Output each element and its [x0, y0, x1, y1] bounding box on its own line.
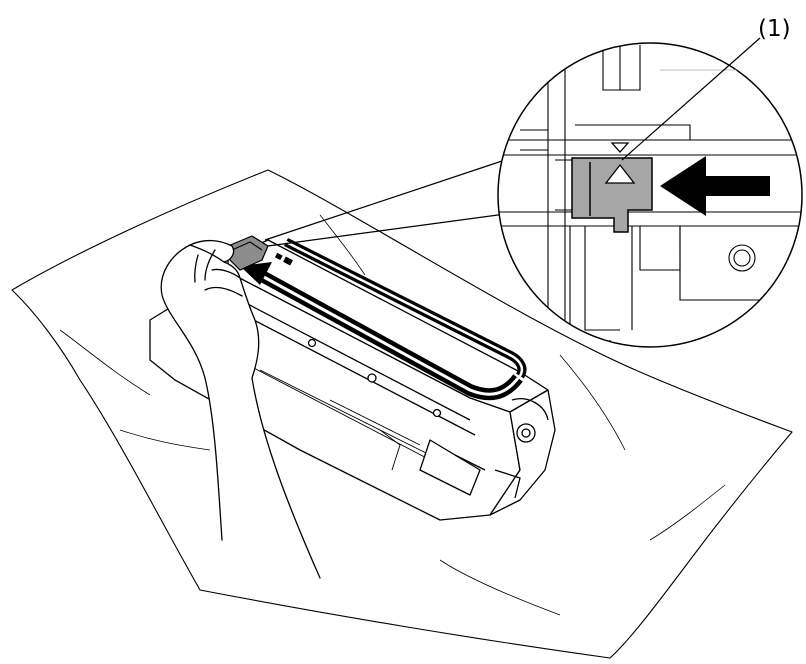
- long-return-arrow-icon: [240, 237, 527, 401]
- right-to-left-arrow-icon: [660, 156, 770, 216]
- triangle-up-icon: [604, 142, 636, 184]
- drum-end-cap: [489, 389, 556, 516]
- zoom-leader-lines: [264, 159, 521, 247]
- zoom-slider: [571, 157, 653, 233]
- callout-leader-line: [621, 37, 761, 161]
- drum-slider-tab: [227, 235, 269, 271]
- hand-illustration: [160, 239, 321, 579]
- callout-label: (1): [758, 16, 791, 42]
- zoom-detail-circle: [497, 37, 803, 348]
